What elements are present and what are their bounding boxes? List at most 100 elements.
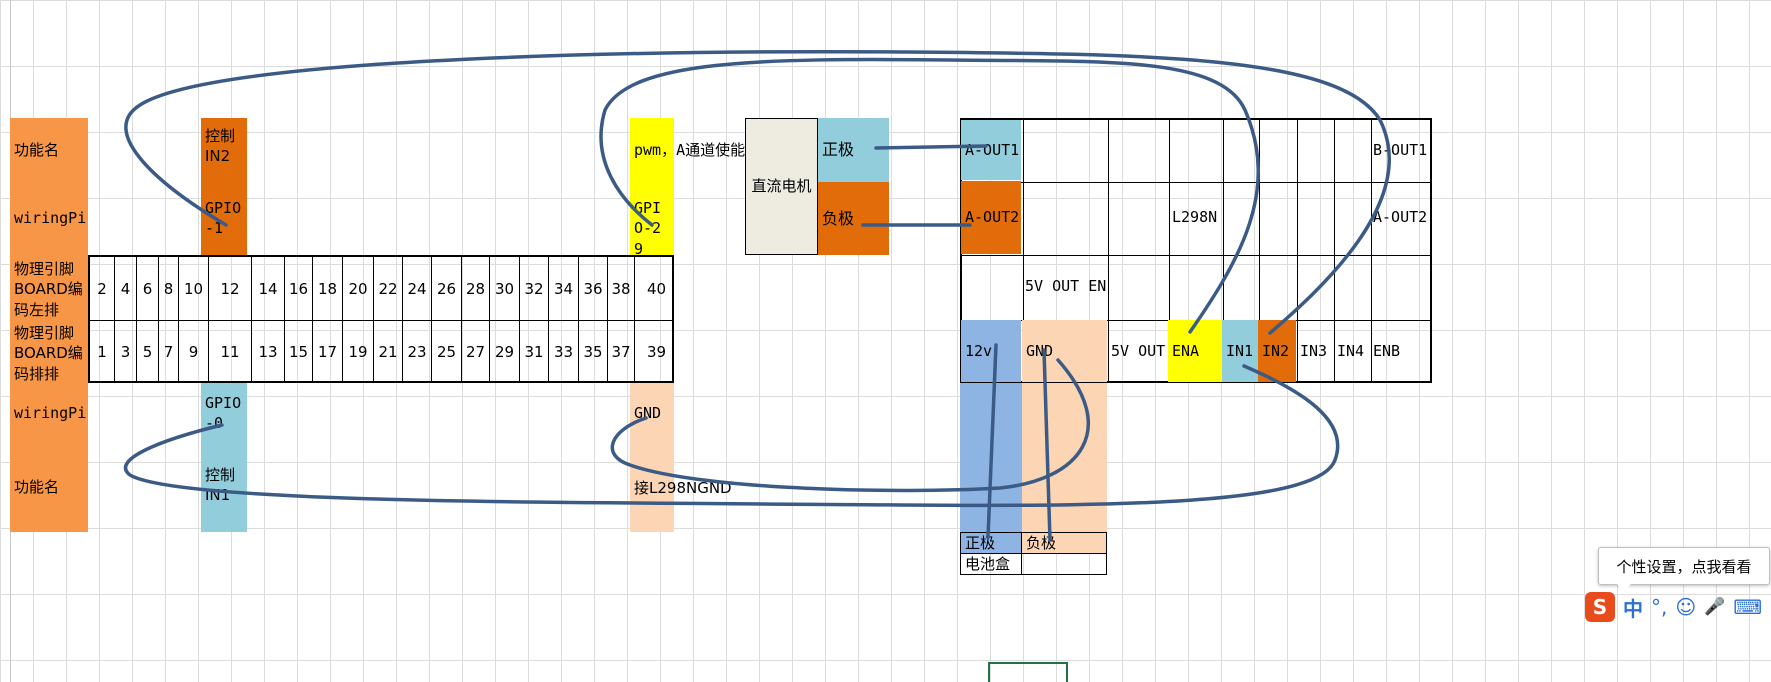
l298n-vline xyxy=(1334,120,1335,381)
pin-cell[interactable]: 20 xyxy=(343,257,374,320)
pin12-func[interactable]: 控制IN2 xyxy=(201,118,247,182)
selected-cell[interactable] xyxy=(988,662,1068,682)
pin-cell[interactable]: 30 xyxy=(490,257,520,320)
pin-cell[interactable]: 18 xyxy=(313,257,343,320)
pin-cell[interactable]: 37 xyxy=(608,321,635,383)
l298n-in2-text: IN2 xyxy=(1262,341,1290,360)
pin-cell[interactable]: 33 xyxy=(549,321,579,383)
ime-mic-icon[interactable]: 🎤 xyxy=(1704,597,1726,617)
l298n-vline xyxy=(1259,120,1260,381)
pin11-func[interactable]: 控制IN1 xyxy=(201,443,247,532)
pin40-wiringpi[interactable]: GPIO-29 xyxy=(630,182,674,258)
l298n-in4[interactable]: IN4 xyxy=(1333,320,1369,382)
l298n-gnd[interactable]: GND xyxy=(1022,320,1107,382)
pin-cell[interactable]: 28 xyxy=(462,257,490,320)
pin-cell[interactable]: 3 xyxy=(115,321,137,383)
pin-cell[interactable]: 7 xyxy=(159,321,179,383)
l298n-hline xyxy=(962,255,1430,256)
pin39-func[interactable]: 接L298NGND xyxy=(630,443,732,532)
pin-cell[interactable]: 40 xyxy=(646,279,667,298)
pin-cell[interactable]: 32 xyxy=(520,257,549,320)
pin-cell[interactable]: 9 xyxy=(179,321,209,383)
pin-cell[interactable]: 16 xyxy=(285,257,313,320)
pin-cell[interactable]: 8 xyxy=(159,257,179,320)
pin-cell[interactable]: 31 xyxy=(520,321,549,383)
pin-cell[interactable]: 14 xyxy=(252,257,285,320)
motor-negative[interactable]: 负极 xyxy=(818,182,889,255)
label-wiringpi-top[interactable]: wiringPi xyxy=(10,182,88,255)
battery-empty-cell[interactable] xyxy=(1021,553,1107,575)
pin40-func[interactable]: pwm，A通道使能 xyxy=(630,118,745,182)
l298n-chip-text: L298N xyxy=(1172,208,1218,227)
label-func-bottom[interactable]: 功能名 xyxy=(10,443,88,532)
label-text: wiringPi xyxy=(14,403,87,422)
pin-cell[interactable]: 2 xyxy=(90,257,115,320)
pin39-func-text: 接L298NGND xyxy=(634,479,732,497)
sogou-logo-icon[interactable]: S xyxy=(1585,592,1615,622)
pin39-wiringpi[interactable]: GND xyxy=(630,383,674,443)
l298n-ena[interactable]: ENA xyxy=(1168,320,1222,382)
pin-cell[interactable]: 17 xyxy=(313,321,343,383)
l298n-gnd-text: GND xyxy=(1026,341,1054,360)
pin-cell[interactable]: 35 xyxy=(579,321,608,383)
ime-tooltip[interactable]: 个性设置，点我看看 xyxy=(1598,547,1770,592)
l298n-in2[interactable]: IN2 xyxy=(1258,320,1296,382)
ime-tooltip-text: 个性设置，点我看看 xyxy=(1616,557,1752,576)
motor-positive[interactable]: 正极 xyxy=(818,118,889,182)
ime-keyboard-icon[interactable]: ⌨ xyxy=(1733,595,1763,619)
pin-cell[interactable]: 39 xyxy=(646,343,667,361)
ime-emoji-icon[interactable]: ☺ xyxy=(1675,595,1697,619)
pin-cell[interactable]: 15 xyxy=(285,321,313,383)
pin-cell[interactable]: 13 xyxy=(252,321,285,383)
l298n-5v-en[interactable]: 5V OUT EN xyxy=(1021,254,1107,319)
ime-language-toggle[interactable]: 中 xyxy=(1623,596,1643,621)
pin-cell[interactable]: 22 xyxy=(374,257,403,320)
pin-cell[interactable]: 23 xyxy=(403,321,432,383)
motor-positive-text: 正极 xyxy=(822,140,855,160)
l298n-vline xyxy=(1297,120,1298,381)
pin-cell[interactable]: 19 xyxy=(343,321,374,383)
l298n-enb[interactable]: ENB xyxy=(1369,320,1431,382)
pin-cell[interactable]: 38 xyxy=(608,257,635,320)
pin-cell[interactable]: 21 xyxy=(374,321,403,383)
label-board-right[interactable]: 物理引脚BOARD编码排排 xyxy=(10,321,88,383)
l298n-in3[interactable]: IN3 xyxy=(1296,320,1333,382)
l298n-a-out2[interactable]: A-OUT2 xyxy=(961,181,1021,254)
pin-cell[interactable]: 27 xyxy=(462,321,490,383)
pin12-func-text: 控制IN2 xyxy=(205,127,236,166)
pin-cell[interactable]: 10 xyxy=(179,257,209,320)
label-wiringpi-bottom[interactable]: wiringPi xyxy=(10,383,88,443)
l298n-chip-label[interactable]: L298N xyxy=(1168,181,1223,254)
battery-label-text: 电池盒 xyxy=(965,554,1011,573)
l298n-vline xyxy=(1108,120,1109,381)
pin-cell[interactable]: 11 xyxy=(209,321,252,383)
ime-punctuation-icon[interactable]: °, xyxy=(1651,595,1668,619)
l298n-in1[interactable]: IN1 xyxy=(1222,320,1258,382)
pin-cell[interactable]: 25 xyxy=(432,321,462,383)
pin-cell[interactable]: 34 xyxy=(549,257,579,320)
pin12-wiringpi[interactable]: GPIO-1 xyxy=(201,182,247,255)
l298n-5v-out[interactable]: 5V OUT xyxy=(1107,320,1168,382)
pin-cell[interactable]: 36 xyxy=(579,257,608,320)
l298n-b-out2-text: A-OUT2 xyxy=(1373,208,1428,227)
label-func-top[interactable]: 功能名 xyxy=(10,118,88,182)
l298n-vline xyxy=(1023,120,1024,381)
pin-cell[interactable]: 4 xyxy=(115,257,137,320)
pin-cell[interactable]: 24 xyxy=(403,257,432,320)
pin-cell[interactable]: 1 xyxy=(90,321,115,383)
pin-cell[interactable]: 6 xyxy=(137,257,159,320)
pin-cell[interactable]: 26 xyxy=(432,257,462,320)
pin11-wiringpi[interactable]: GPIO-0 xyxy=(201,383,247,443)
battery-positive[interactable]: 正极 xyxy=(960,532,1022,554)
l298n-12v-text: 12v xyxy=(965,341,993,360)
label-board-left[interactable]: 物理引脚BOARD编码左排 xyxy=(10,255,88,321)
pin-cell[interactable]: 5 xyxy=(137,321,159,383)
motor-name[interactable]: 直流电机 xyxy=(745,118,818,255)
l298n-12v[interactable]: 12v xyxy=(961,320,1021,382)
pin-cell[interactable]: 29 xyxy=(490,321,520,383)
pin-cell[interactable]: 12 xyxy=(209,257,252,320)
l298n-b-out2[interactable]: A-OUT2 xyxy=(1369,181,1431,254)
